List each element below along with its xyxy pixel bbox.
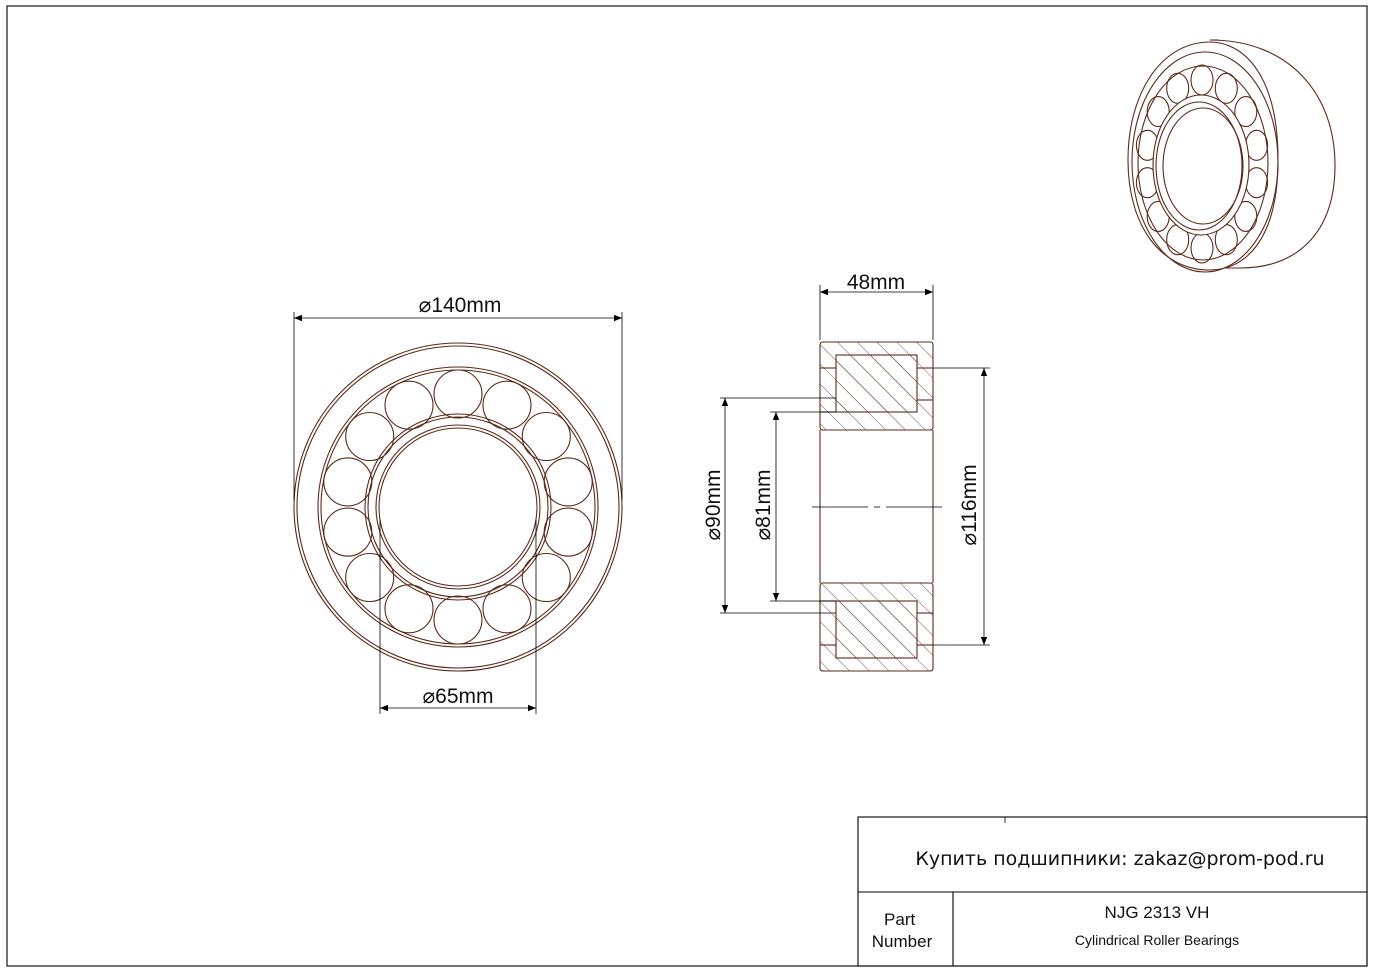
roller	[384, 584, 434, 634]
roller	[543, 507, 593, 557]
bearing-front-view	[293, 342, 623, 672]
svg-text:⌀140mm: ⌀140mm	[419, 294, 502, 317]
roller	[521, 411, 571, 462]
part-number: NJG 2313 VH	[1105, 903, 1210, 922]
roller-set	[323, 369, 593, 645]
part-label: Part Number	[872, 910, 933, 951]
roller	[521, 552, 571, 603]
roller	[433, 595, 483, 645]
width-value: 48mm	[847, 271, 905, 294]
dimension-width: 48mm	[819, 271, 934, 340]
part-label-line2: Number	[872, 932, 933, 951]
roller	[433, 369, 483, 419]
svg-text:⌀116mm: ⌀116mm	[958, 464, 981, 545]
roller	[345, 552, 395, 603]
diameter-symbol: ⌀	[752, 528, 775, 541]
d81-value: 81mm	[752, 469, 775, 527]
roller	[345, 411, 395, 462]
bearing-section-view	[812, 341, 942, 672]
isometric-roller	[1146, 96, 1170, 128]
dimension-d81: ⌀81mm	[752, 411, 836, 602]
svg-text:⌀81mm: ⌀81mm	[752, 469, 775, 540]
dimension-d90: ⌀90mm	[702, 397, 836, 614]
roller	[482, 584, 532, 634]
roller	[384, 380, 434, 430]
diameter-symbol: ⌀	[702, 528, 725, 541]
part-description: Cylindrical Roller Bearings	[1075, 932, 1239, 948]
isometric-roller	[1234, 200, 1258, 232]
diameter-symbol: ⌀	[419, 294, 432, 317]
dimension-outer-diameter: ⌀140mm	[293, 294, 623, 500]
sheet-border	[6, 5, 1368, 967]
roller	[543, 457, 593, 507]
roller	[323, 457, 373, 507]
d90-value: 90mm	[702, 469, 725, 527]
roller	[482, 380, 532, 430]
part-label-line1: Part	[884, 910, 915, 929]
isometric-roller	[1234, 96, 1258, 128]
bore-value: 65mm	[435, 685, 493, 708]
svg-text:⌀65mm: ⌀65mm	[422, 685, 493, 708]
contact-text: Купить подшипники: zakaz@prom-pod.ru	[915, 848, 1324, 870]
diameter-symbol: ⌀	[958, 533, 981, 546]
dimension-bore: ⌀65mm	[379, 520, 537, 714]
isometric-roller	[1214, 72, 1238, 104]
diameter-symbol: ⌀	[422, 685, 435, 708]
svg-text:⌀90mm: ⌀90mm	[702, 469, 725, 540]
bearing-isometric-view	[1127, 39, 1336, 273]
roller	[323, 507, 373, 557]
outer-diameter-value: 140mm	[431, 294, 501, 317]
title-block: Купить подшипники: zakaz@prom-pod.ru Par…	[857, 816, 1368, 967]
d116-value: 116mm	[958, 464, 981, 532]
dimension-d116: ⌀116mm	[933, 367, 990, 646]
